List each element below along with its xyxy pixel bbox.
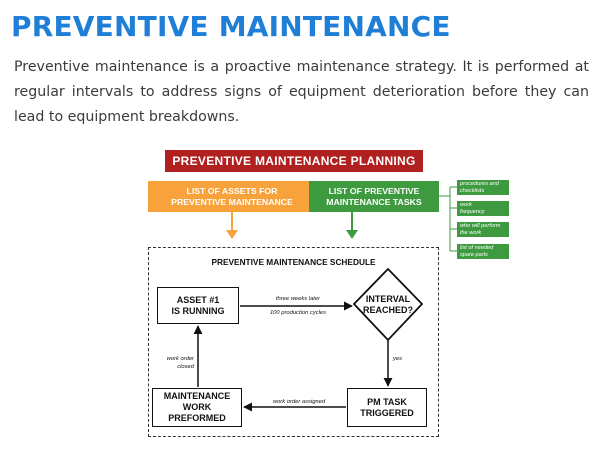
planning-banner: PREVENTIVE MAINTENANCE PLANNING (165, 150, 423, 172)
task-detail-performer: who will perform the work (457, 222, 509, 237)
task-detail-frequency-line-1: work (460, 202, 472, 208)
edge-label-production-cycles: 100 production cycles (269, 310, 327, 316)
task-detail-procedures-line-2: checklists (460, 187, 485, 194)
task-detail-spare-parts-line-1: list of needed (460, 245, 494, 251)
assets-down-arrow (226, 212, 238, 239)
tasks-down-arrow (346, 212, 358, 239)
maintenance-node-line-1: MAINTENANCE (163, 391, 231, 401)
schedule-frame (148, 247, 439, 437)
assets-box-line-1: LIST OF ASSETS FOR (186, 185, 278, 196)
maintenance-performed-node: MAINTENANCE WORK PREFORMED (152, 388, 242, 427)
asset-running-node: ASSET #1 IS RUNNING (157, 287, 239, 324)
assets-box-line-2: PREVENTIVE MAINTENANCE (171, 196, 293, 207)
task-detail-procedures: procedures and checklists (457, 180, 509, 195)
pm-node-line-2: TRIGGERED (360, 407, 414, 418)
edge-label-closed-line-2: closed (177, 364, 194, 370)
edge-label-work-order-assigned: work order assigned (272, 399, 326, 405)
edge-label-work-order-closed: work order closed (158, 355, 194, 371)
tasks-box-line-1: LIST OF PREVENTIVE (328, 185, 420, 196)
task-detail-performer-line-1: who will perform (460, 223, 501, 229)
page-title: PREVENTIVE MAINTENANCE (11, 10, 451, 43)
task-detail-frequency-line-2: frequency (460, 208, 485, 215)
maintenance-node-line-2: WORK PREFORMED (168, 402, 226, 423)
assets-list-box: LIST OF ASSETS FOR PREVENTIVE MAINTENANC… (148, 181, 316, 212)
task-detail-frequency: work frequency (457, 201, 509, 216)
task-detail-performer-line-2: the work (460, 229, 482, 236)
task-detail-spare-parts: list of needed spare parts (457, 244, 509, 259)
task-detail-spare-parts-line-2: spare parts (460, 251, 488, 258)
tasks-list-box: LIST OF PREVENTIVE MAINTENANCE TASKS (309, 181, 439, 212)
edge-label-closed-line-1: work order (166, 356, 194, 362)
edge-label-yes: yes (393, 356, 403, 362)
task-detail-procedures-line-1: procedures and (460, 181, 499, 187)
intro-paragraph: Preventive maintenance is a proactive ma… (14, 59, 589, 125)
asset-node-line-1: ASSET #1 (176, 294, 220, 305)
schedule-title: PREVENTIVE MAINTENANCE SCHEDULE (211, 257, 376, 267)
pm-task-triggered-node: PM TASK TRIGGERED (347, 388, 427, 427)
edge-label-three-weeks: three weeks later (275, 296, 321, 302)
asset-node-line-2: IS RUNNING (171, 305, 225, 316)
task-details-bracket (439, 186, 457, 252)
tasks-box-line-2: MAINTENANCE TASKS (326, 196, 422, 207)
pm-node-line-1: PM TASK (367, 396, 407, 407)
